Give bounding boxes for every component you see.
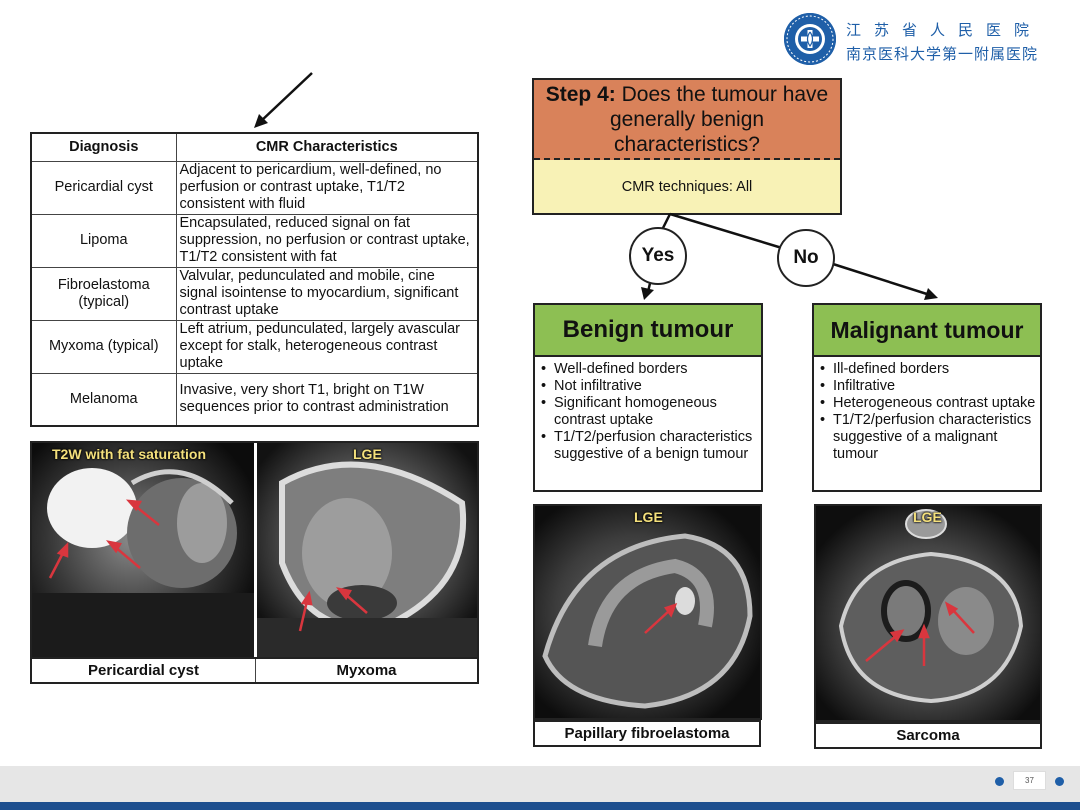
benign-mri-image: LGE (533, 504, 762, 720)
table-row: Pericardial cyst Adjacent to pericardium… (30, 160, 479, 215)
table-row: Melanoma Invasive, very short T1, bright… (30, 372, 479, 427)
diagnosis-cell: Fibroelastoma (typical) (30, 266, 177, 321)
list-item: Heterogeneous contrast uptake (819, 395, 1036, 412)
benign-lge-label: LGE (634, 509, 663, 525)
yes-node: Yes (629, 227, 687, 285)
diagnosis-cell: Myxoma (typical) (30, 319, 177, 374)
step4-question: Step 4: Does the tumour have generally b… (534, 80, 840, 160)
hospital-name-line2: 南京医科大学第一附属医院 (846, 45, 1039, 63)
hospital-emblem-icon (784, 13, 836, 65)
pericardial-cyst-caption: Pericardial cyst (32, 659, 256, 682)
diagnosis-table: Diagnosis CMR Characteristics Pericardia… (30, 132, 479, 427)
myxoma-caption: Myxoma (336, 662, 397, 679)
diagnosis-column-header: Diagnosis (30, 132, 177, 162)
malignant-tumour-header: Malignant tumour (812, 303, 1042, 357)
diagnosis-cell: Pericardial cyst (30, 160, 177, 215)
list-item: T1/T2/perfusion characteristics suggesti… (540, 429, 757, 463)
lge-image-label: LGE (353, 446, 382, 462)
left-caption-row: Pericardial cyst Myxoma (30, 657, 479, 684)
benign-tumour-header: Benign tumour (533, 303, 763, 357)
step4-prefix: Step 4: (545, 82, 616, 106)
benign-characteristics-list: Well-defined borders Not infiltrative Si… (533, 357, 763, 492)
table-row: Lipoma Encapsulated, reduced signal on f… (30, 213, 479, 268)
characteristics-cell: Invasive, very short T1, bright on T1W s… (175, 372, 479, 427)
table-header-row: Diagnosis CMR Characteristics (30, 132, 479, 162)
no-node: No (777, 229, 835, 287)
cmr-techniques-label: CMR techniques: All (534, 160, 840, 213)
prev-slide-dot-icon[interactable] (995, 777, 1004, 786)
table-row: Myxoma (typical) Left atrium, pedunculat… (30, 319, 479, 374)
characteristics-cell: Left atrium, pedunculated, largely avasc… (175, 319, 479, 374)
footer-band (0, 766, 1080, 802)
hospital-name-line1: 江苏省人民医院 (846, 21, 1043, 39)
papillary-fibroelastoma-caption: Papillary fibroelastoma (533, 720, 761, 747)
list-item: Infiltrative (819, 378, 1036, 395)
list-item: Well-defined borders (540, 361, 757, 378)
step4-box: Step 4: Does the tumour have generally b… (532, 78, 842, 215)
table-row: Fibroelastoma (typical) Valvular, pedunc… (30, 266, 479, 321)
list-item: Ill-defined borders (819, 361, 1036, 378)
left-mri-panel: T2W with fat saturation LGE (30, 441, 479, 659)
page-number: 37 (1013, 771, 1046, 790)
malignant-lge-label: LGE (913, 509, 942, 525)
next-slide-dot-icon[interactable] (1055, 777, 1064, 786)
list-item: Significant homogeneous contrast uptake (540, 395, 757, 429)
characteristics-cell: Valvular, pedunculated and mobile, cine … (175, 266, 479, 321)
characteristics-cell: Adjacent to pericardium, well-defined, n… (175, 160, 479, 215)
pointer-arrow-icon (254, 72, 313, 128)
list-item: T1/T2/perfusion characteristics suggesti… (819, 412, 1036, 463)
cmr-characteristics-column-header: CMR Characteristics (175, 132, 479, 162)
characteristics-cell: Encapsulated, reduced signal on fat supp… (175, 213, 479, 268)
list-item: Not infiltrative (540, 378, 757, 395)
step4-question-text: Does the tumour have generally benign ch… (609, 82, 829, 156)
malignant-characteristics-list: Ill-defined borders Infiltrative Heterog… (812, 357, 1042, 492)
t2w-image-label: T2W with fat saturation (52, 446, 206, 462)
diagnosis-cell: Lipoma (30, 213, 177, 268)
malignant-mri-image: LGE (814, 504, 1042, 722)
diagnosis-cell: Melanoma (30, 372, 177, 427)
footer-bar (0, 802, 1080, 810)
sarcoma-caption: Sarcoma (814, 722, 1042, 749)
flowchart-connectors (641, 212, 938, 300)
